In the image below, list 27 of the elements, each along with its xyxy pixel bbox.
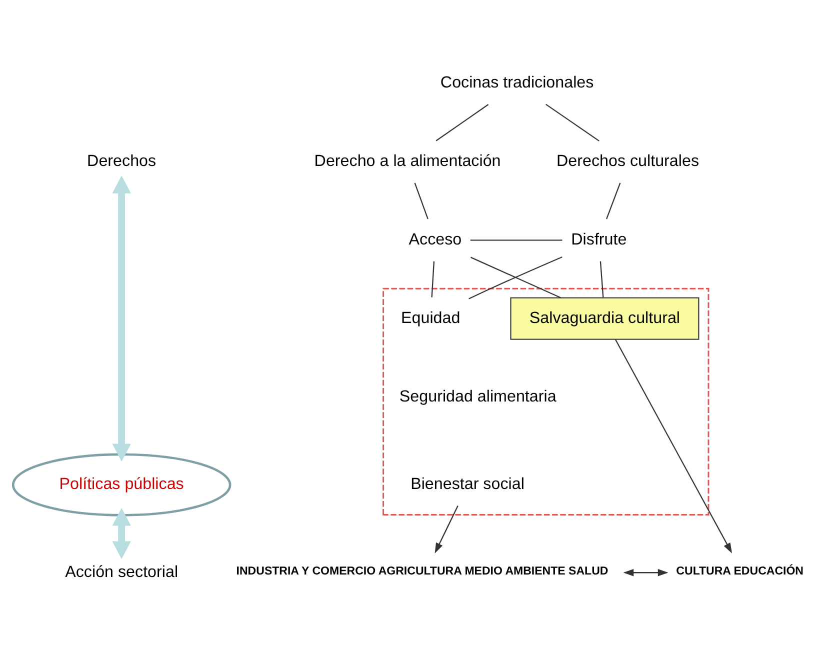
connector [414, 182, 428, 220]
node-ellipse: Políticas públicas [12, 453, 232, 516]
node-text: Derechos culturales [556, 152, 700, 170]
cluster [382, 288, 710, 516]
connector [546, 104, 600, 142]
connector [606, 182, 621, 220]
arrow [623, 569, 668, 576]
node-box: Salvaguardia cultural [510, 297, 700, 340]
node-text: Equidad [401, 308, 460, 327]
node-text: Derechos [87, 152, 156, 170]
arrow [112, 508, 131, 560]
node-text: Bienestar social [410, 475, 524, 494]
node-text: Acceso [408, 230, 462, 248]
arrow [614, 339, 732, 554]
connector [431, 261, 435, 298]
node-text: Acción sectorial [65, 562, 178, 581]
node-text: Derecho a la alimentación [314, 152, 501, 170]
node-text: CULTURA EDUCACIÓN [676, 565, 804, 578]
node-text: Disfrute [571, 230, 627, 248]
connector [436, 104, 489, 142]
node-text: INDUSTRIA Y COMERCIO AGRICULTURA MEDIO AMBIENTE SALUD [236, 565, 608, 578]
connector [600, 261, 604, 298]
connector [470, 240, 562, 241]
node-text: Seguridad alimentaria [399, 387, 556, 406]
arrow [112, 176, 131, 462]
arrow [434, 506, 458, 554]
node-text: Cocinas tradicionales [440, 74, 594, 92]
